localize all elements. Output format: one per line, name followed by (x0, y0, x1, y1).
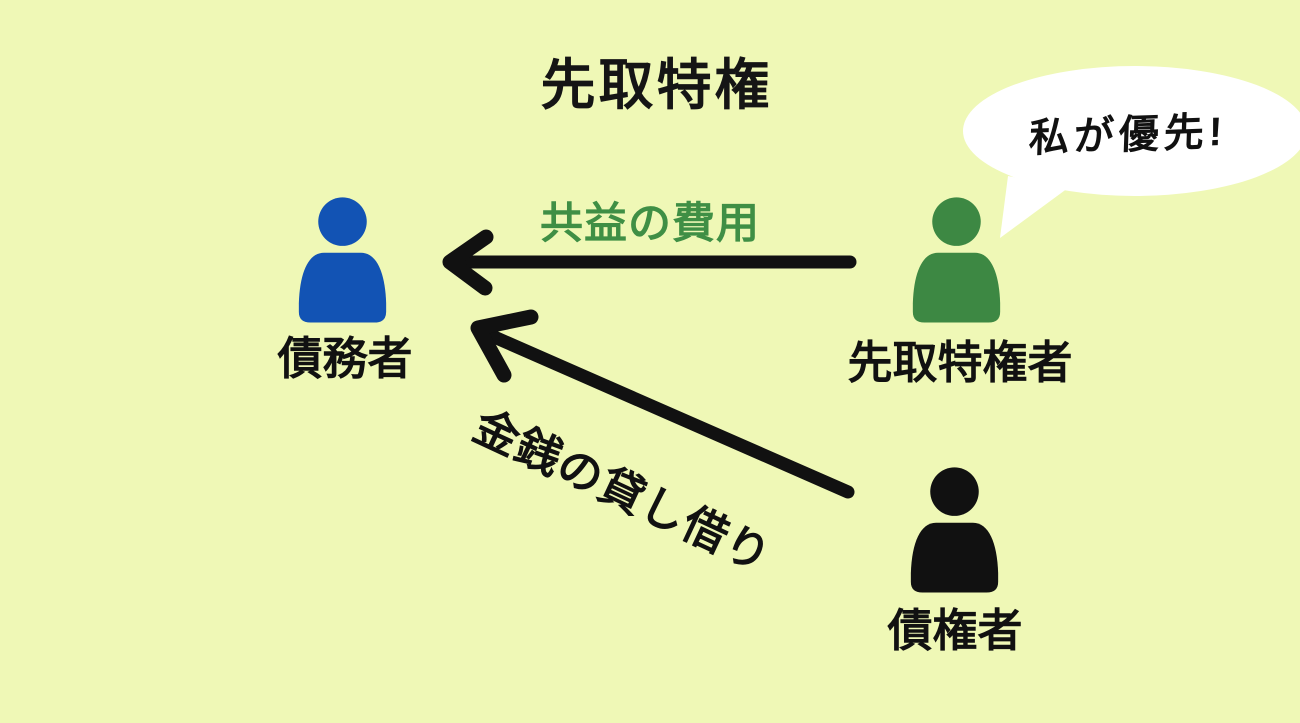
label-creditor: 債権者 (887, 605, 1023, 656)
speech-bubble: 私が優先! (963, 66, 1300, 196)
label-debtor: 債務者 (277, 333, 413, 384)
page-title: 先取特権 (540, 54, 773, 116)
person-icon-creditor (910, 467, 999, 593)
person-icon-debtor (298, 197, 387, 323)
person-icon-lien-holder (912, 197, 1001, 323)
label-lien-holder: 先取特権者 (847, 337, 1073, 388)
arrow-label-money-loan: 金銭の貸し借り (465, 399, 780, 583)
arrow-label-common-benefit: 共益の費用 (540, 200, 760, 248)
